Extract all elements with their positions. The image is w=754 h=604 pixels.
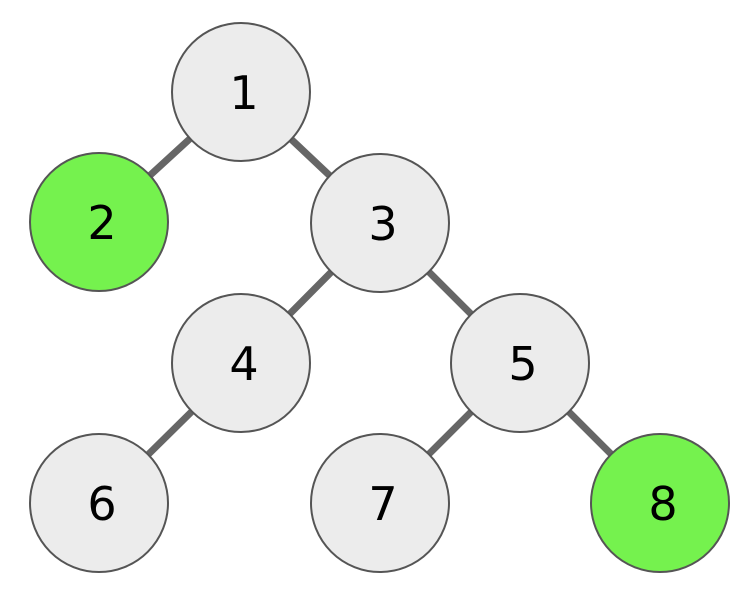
graph-edge-1-2: [147, 136, 193, 178]
edge-layer: [145, 136, 614, 458]
graph-node-circle-2[interactable]: [29, 152, 169, 292]
graph-node-4[interactable]: 4: [171, 293, 311, 433]
graph-node-circle-3[interactable]: [310, 153, 450, 293]
graph-node-2[interactable]: 2: [29, 152, 169, 292]
graph-node-circle-4[interactable]: [171, 293, 311, 433]
graph-node-circle-6[interactable]: [29, 433, 169, 573]
graph-node-8[interactable]: 8: [590, 433, 730, 573]
graph-edge-3-5: [426, 269, 474, 317]
graph-node-1[interactable]: 1: [171, 22, 311, 162]
graph-node-circle-5[interactable]: [450, 293, 590, 433]
graph-edge-4-6: [145, 408, 195, 458]
graph-edge-5-7: [426, 409, 474, 457]
graph-edge-3-4: [287, 269, 334, 317]
graph-node-5[interactable]: 5: [450, 293, 590, 433]
graph-node-circle-7[interactable]: [310, 433, 450, 573]
graph-node-circle-8[interactable]: [590, 433, 730, 573]
graph-edge-1-3: [288, 136, 333, 179]
graph-node-7[interactable]: 7: [310, 433, 450, 573]
graph-node-3[interactable]: 3: [310, 153, 450, 293]
graph-edge-5-8: [566, 409, 614, 457]
graph-node-6[interactable]: 6: [29, 433, 169, 573]
graph-node-circle-1[interactable]: [171, 22, 311, 162]
